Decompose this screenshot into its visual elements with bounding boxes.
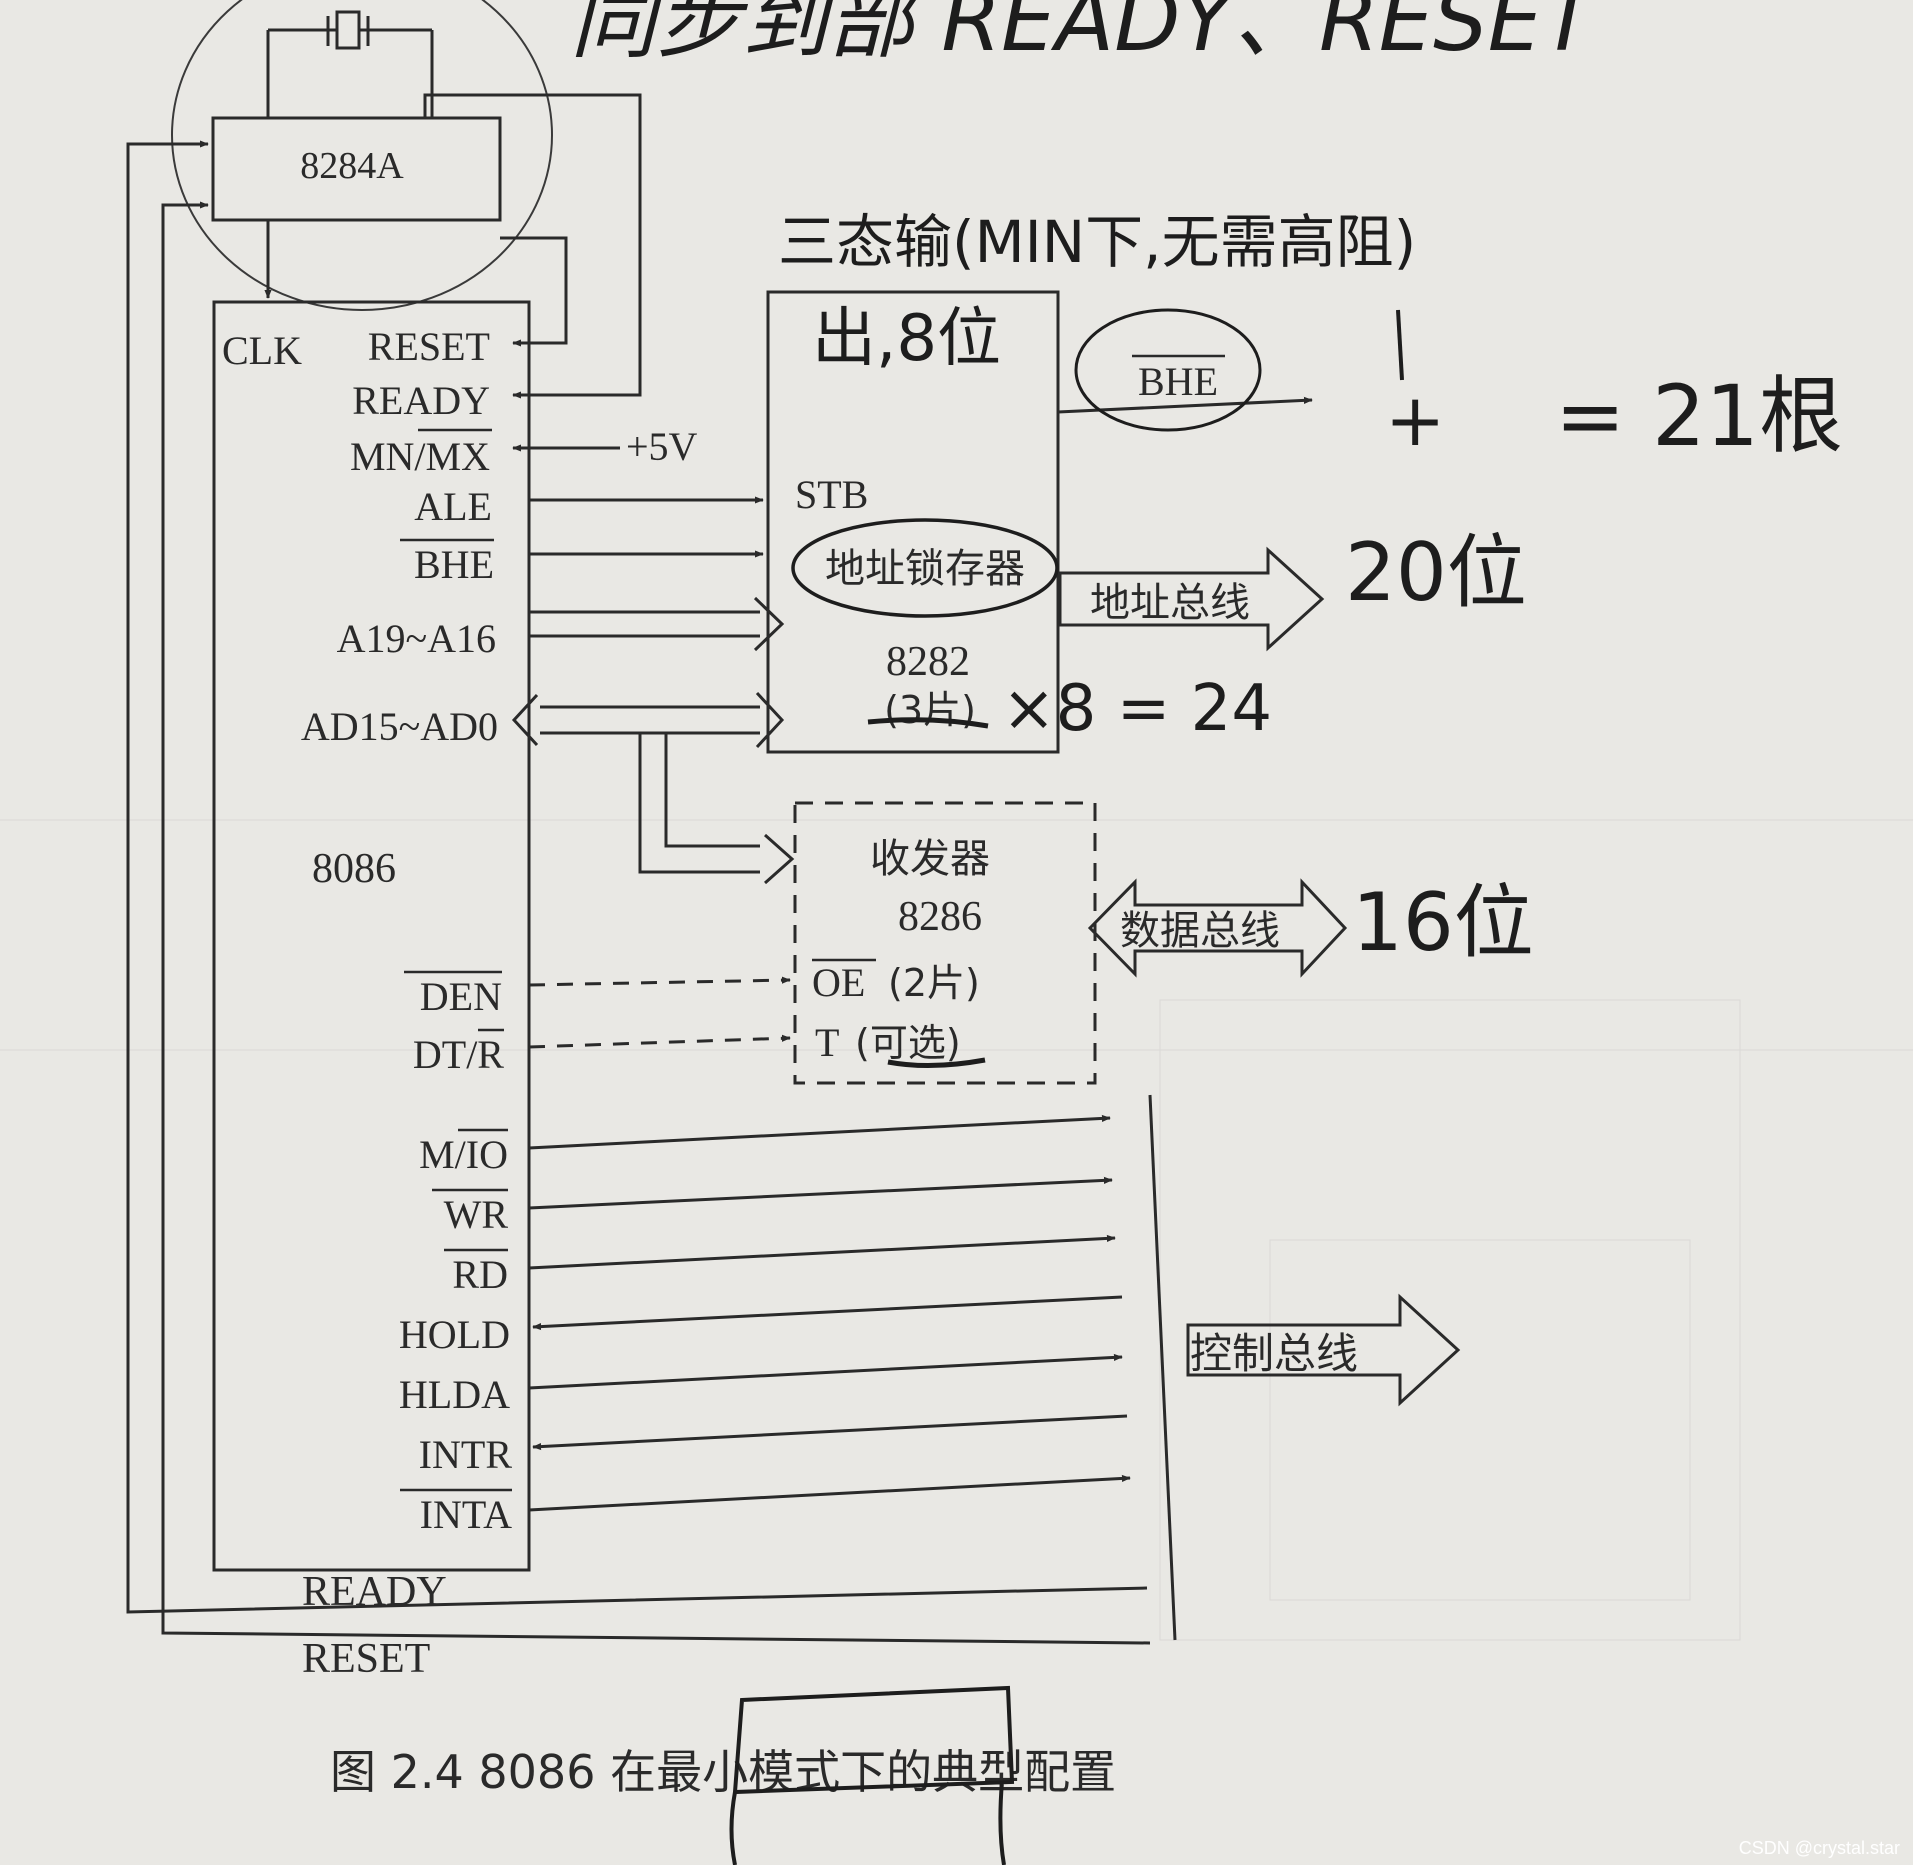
handwritten-tristate-2: 出,8位 <box>812 302 1001 376</box>
pin-hlda: HLDA <box>399 1372 510 1417</box>
transceiver-name: 收发器 <box>870 836 990 882</box>
handwritten-times8: ×8 = 24 <box>1002 672 1272 746</box>
transceiver-t: T <box>815 1020 839 1065</box>
pin-m-io: M/IO <box>419 1132 508 1177</box>
transceiver-8286 <box>793 801 1097 1085</box>
latch-chip: 8282 <box>886 639 970 685</box>
pin-hold: HOLD <box>399 1312 510 1357</box>
pin-intr: INTR <box>419 1432 513 1477</box>
latch-name: 地址锁存器 <box>825 546 1025 592</box>
wide-bus-arrows <box>511 596 795 885</box>
pin-ready: READY <box>352 378 490 423</box>
address-bus-arrow <box>1058 546 1325 652</box>
clock-generator-8284a <box>211 116 502 222</box>
handwritten-box-caption <box>729 1685 1015 1865</box>
ready-bus-label: READY <box>302 1569 447 1615</box>
handwritten-equals-21: = 21根 <box>1555 367 1843 465</box>
cpu-pin-labels: CLK RESET READY MN/MX ALE BHE A19~A16 AD… <box>222 324 512 1537</box>
figure-caption: 图 2.4 8086 在最小模式下的典型配置 <box>330 1745 1116 1799</box>
handwritten-16-bits: 16位 <box>1352 876 1534 969</box>
pin-ale: ALE <box>414 484 492 529</box>
data-bus-arrow <box>1087 878 1348 978</box>
pin-bhe: BHE <box>414 542 494 587</box>
control-bus-label: 控制总线 <box>1190 1329 1358 1378</box>
transceiver-oe-count: (2片) <box>888 961 980 1005</box>
pin-den: DEN <box>420 974 502 1019</box>
handwritten-circle-8284a <box>171 0 553 311</box>
pin-dt-r: DT/R <box>413 1032 504 1077</box>
watermark: CSDN @crystal.star <box>1739 1838 1900 1858</box>
address-latch-8282 <box>766 290 1060 754</box>
pin-wr: WR <box>444 1192 509 1237</box>
pin-clk: CLK <box>222 328 302 373</box>
reset-bus-label: RESET <box>302 1636 430 1682</box>
transceiver-chip: 8286 <box>898 894 982 940</box>
paper-texture <box>0 819 1913 1641</box>
pin-mn-mx: MN/MX <box>350 434 490 479</box>
strike-latch-count <box>867 717 989 729</box>
bhe-out-label: BHE <box>1138 359 1218 404</box>
crystal-icon <box>266 10 434 118</box>
handwritten-stroke <box>1396 309 1404 381</box>
pin-ad15-ad0: AD15~AD0 <box>301 704 498 749</box>
pin-reset: RESET <box>368 324 490 369</box>
pin-rd: RD <box>452 1252 508 1297</box>
control-bus-arrow <box>1186 1293 1461 1407</box>
clock-generator-label: 8284A <box>300 145 404 187</box>
underline-optional <box>887 1057 986 1069</box>
handwritten-plus: + <box>1385 378 1445 462</box>
address-bus-label: 地址总线 <box>1090 580 1250 626</box>
latch-count: (3片) <box>884 688 976 732</box>
data-bus-label: 数据总线 <box>1120 908 1280 954</box>
transceiver-t-note: (可选) <box>855 1021 961 1065</box>
handwritten-tristate-1: 三态输(MIN下,无需高阻) <box>778 208 1416 276</box>
plus5v-label: +5V <box>626 424 698 469</box>
pin-a19-a16: A19~A16 <box>337 616 496 661</box>
cpu-label: 8086 <box>312 846 396 892</box>
handwritten-top-line: 同步到部 READY、RESET <box>570 0 1601 71</box>
pin-inta: INTA <box>420 1492 512 1537</box>
transceiver-oe: OE <box>812 960 865 1005</box>
handwritten-20-bits: 20位 <box>1345 526 1527 619</box>
handwritten-circle-latch <box>791 518 1059 618</box>
wires <box>126 93 1313 1645</box>
handwritten-circle-bhe <box>1074 308 1262 432</box>
latch-stb: STB <box>795 472 868 517</box>
cpu-8086 <box>212 300 531 1572</box>
